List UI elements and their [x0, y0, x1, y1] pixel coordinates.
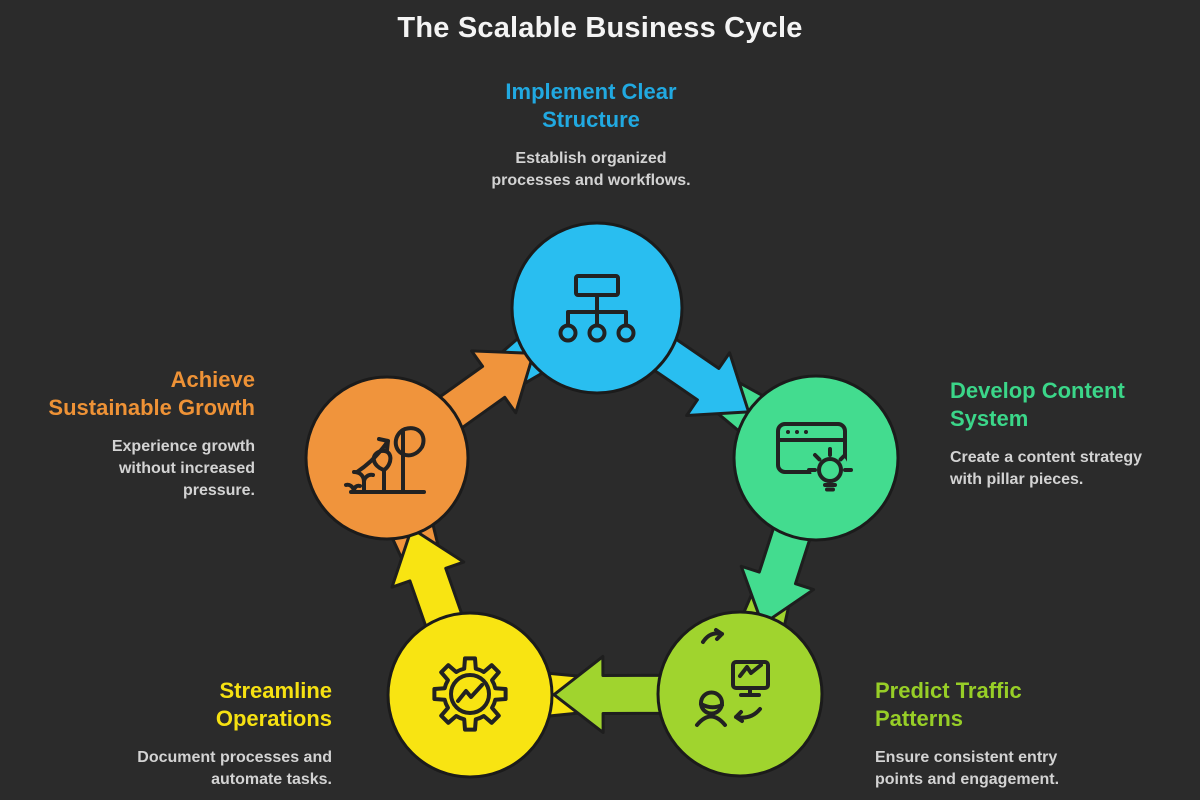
browser-idea-icon: [776, 422, 853, 492]
step-1-label: Implement Clear Structure: [505, 79, 677, 132]
step-4-label: Streamline Operations: [215, 678, 332, 731]
step-3-label: Predict Traffic Patterns: [875, 678, 1022, 731]
step-4-text: Streamline Operations Document processes…: [137, 677, 332, 791]
step-5-label: Achieve Sustainable Growth: [48, 367, 255, 420]
step-2-description: Create a content strategy with pillar pi…: [950, 449, 1143, 488]
step-5-text: Achieve Sustainable Growth Experience gr…: [48, 366, 255, 502]
step-1-description: Establish organized processes and workfl…: [491, 150, 691, 189]
step-3-text: Predict Traffic Patterns Ensure consiste…: [875, 677, 1059, 791]
sitemap-icon: [558, 274, 636, 343]
step-5-circle: [304, 375, 470, 541]
step-3-description: Ensure consistent entry points and engag…: [875, 749, 1060, 788]
gear-chart-icon: [432, 656, 508, 732]
page-title: The Scalable Business Cycle: [397, 12, 803, 44]
audience-sync-icon: [695, 628, 770, 727]
step-2-text: Develop Content System Create a content …: [950, 377, 1142, 491]
step-4-description: Document processes and automate tasks.: [137, 749, 332, 788]
step-5-description: Experience growth without increased pres…: [111, 438, 255, 499]
cycle-arrow-3: [552, 655, 668, 735]
step-1-text: Implement Clear Structure Establish orga…: [491, 78, 690, 192]
growth-plant-icon: [344, 426, 426, 494]
step-2-label: Develop Content System: [950, 378, 1125, 431]
